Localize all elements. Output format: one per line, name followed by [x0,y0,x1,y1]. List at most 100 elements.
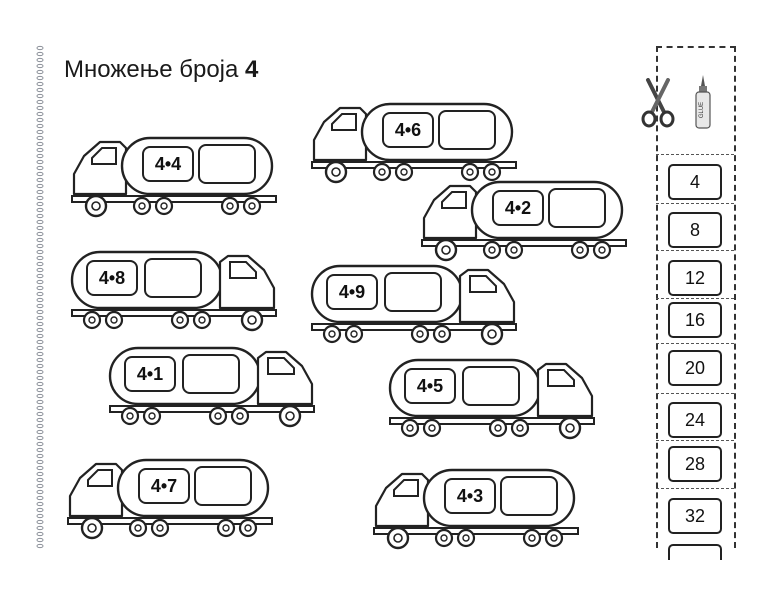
spiral-ring [36,513,44,519]
cut-line [656,154,734,155]
cut-line [656,343,734,344]
spiral-ring [36,207,44,213]
answer-blank[interactable] [384,272,442,312]
scissors-icon [641,78,675,128]
answer-card[interactable]: 20 [668,350,722,386]
multiplication-expression: 4•1 [124,356,176,392]
cut-line [656,298,734,299]
spiral-ring [36,255,44,261]
spiral-ring [36,381,44,387]
spiral-ring [36,63,44,69]
spiral-ring [36,435,44,441]
spiral-ring [36,321,44,327]
answer-card-partial[interactable] [668,544,722,560]
truck-card: 4•2 [420,178,630,264]
spiral-ring [36,99,44,105]
multiplication-expression: 4•5 [404,368,456,404]
spiral-ring [36,213,44,219]
answer-card[interactable]: 4 [668,164,722,200]
cut-line [656,393,734,394]
answer-blank[interactable] [548,188,606,228]
spiral-ring [36,105,44,111]
spiral-ring [36,117,44,123]
spiral-ring [36,507,44,513]
spiral-ring [36,141,44,147]
answer-blank[interactable] [500,476,558,516]
spiral-ring [36,477,44,483]
spiral-ring [36,219,44,225]
spiral-ring [36,51,44,57]
spiral-ring [36,357,44,363]
cut-line [656,440,734,441]
spiral-ring [36,57,44,63]
spiral-ring [36,345,44,351]
spiral-ring [36,459,44,465]
strip-dashed-border [656,46,736,548]
multiplication-expression: 4•6 [382,112,434,148]
spiral-binding [36,45,44,549]
multiplication-expression: 4•3 [444,478,496,514]
spiral-ring [36,315,44,321]
spiral-ring [36,45,44,51]
cut-line [656,203,734,204]
spiral-ring [36,351,44,357]
spiral-ring [36,471,44,477]
spiral-ring [36,129,44,135]
answer-blank[interactable] [144,258,202,298]
answer-cutout-strip: GLUE 4 8 12 16 20 24 28 32 [641,46,736,594]
spiral-ring [36,483,44,489]
answer-blank[interactable] [198,144,256,184]
answer-card[interactable]: 8 [668,212,722,248]
spiral-ring [36,243,44,249]
spiral-ring [36,183,44,189]
answer-blank[interactable] [462,366,520,406]
truck-card: 4•6 [310,100,520,186]
spiral-ring [36,261,44,267]
spiral-ring [36,333,44,339]
answer-card[interactable]: 28 [668,446,722,482]
spiral-ring [36,189,44,195]
truck-card: 4•9 [310,262,520,348]
spiral-ring [36,75,44,81]
spiral-ring [36,411,44,417]
spiral-ring [36,93,44,99]
title-text: Множење броја [64,56,246,83]
spiral-ring [36,201,44,207]
answer-card[interactable]: 16 [668,302,722,338]
spiral-ring [36,501,44,507]
multiplication-expression: 4•9 [326,274,378,310]
spiral-ring [36,87,44,93]
truck-card: 4•7 [66,456,276,542]
spiral-ring [36,405,44,411]
spiral-ring [36,159,44,165]
multiplication-expression: 4•8 [86,260,138,296]
truck-card: 4•4 [70,134,280,220]
title-number: 4 [245,56,259,83]
spiral-ring [36,453,44,459]
answer-card[interactable]: 32 [668,498,722,534]
multiplication-expression: 4•7 [138,468,190,504]
spiral-ring [36,429,44,435]
spiral-ring [36,525,44,531]
spiral-ring [36,81,44,87]
spiral-ring [36,303,44,309]
answer-blank[interactable] [438,110,496,150]
answer-blank[interactable] [182,354,240,394]
spiral-ring [36,441,44,447]
spiral-ring [36,285,44,291]
spiral-ring [36,537,44,543]
page-title: Множење броја 4 [64,56,258,84]
spiral-ring [36,423,44,429]
spiral-ring [36,447,44,453]
spiral-ring [36,543,44,549]
spiral-ring [36,495,44,501]
spiral-ring [36,273,44,279]
spiral-ring [36,111,44,117]
answer-card[interactable]: 12 [668,260,722,296]
answer-blank[interactable] [194,466,252,506]
spiral-ring [36,417,44,423]
spiral-ring [36,123,44,129]
spiral-ring [36,291,44,297]
spiral-ring [36,267,44,273]
answer-card[interactable]: 24 [668,402,722,438]
